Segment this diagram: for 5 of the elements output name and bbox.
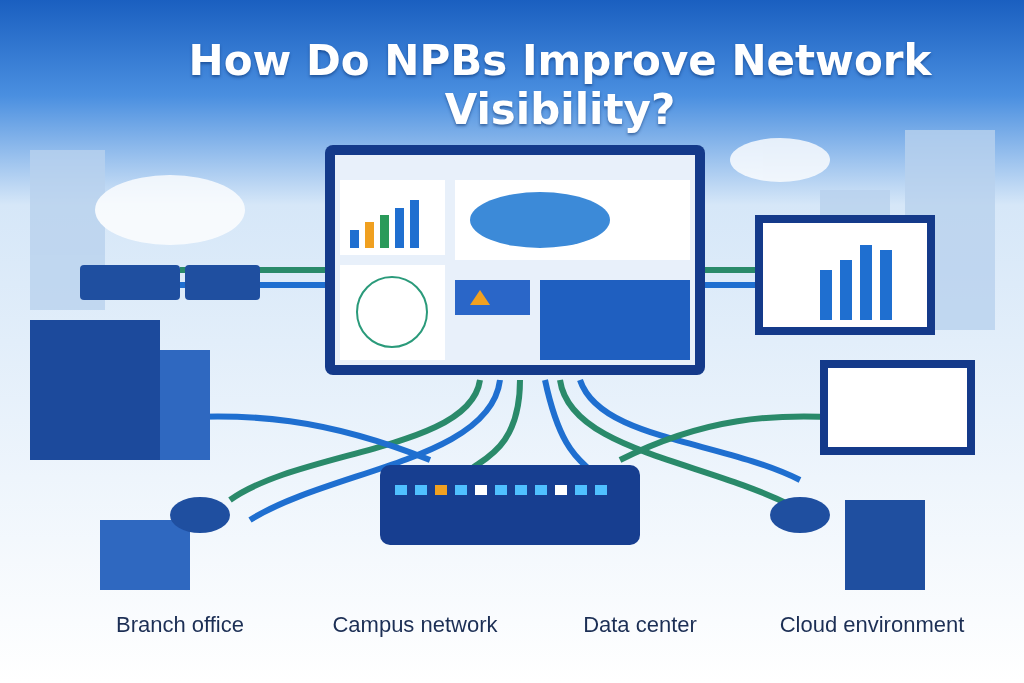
area-label: Campus network	[331, 612, 499, 638]
area-label: Data center	[582, 612, 698, 638]
title: How Do NPBs Improve Network Visibility?	[187, 36, 933, 134]
area-label: Branch office	[115, 612, 245, 638]
area-label: Cloud environment	[778, 612, 966, 638]
